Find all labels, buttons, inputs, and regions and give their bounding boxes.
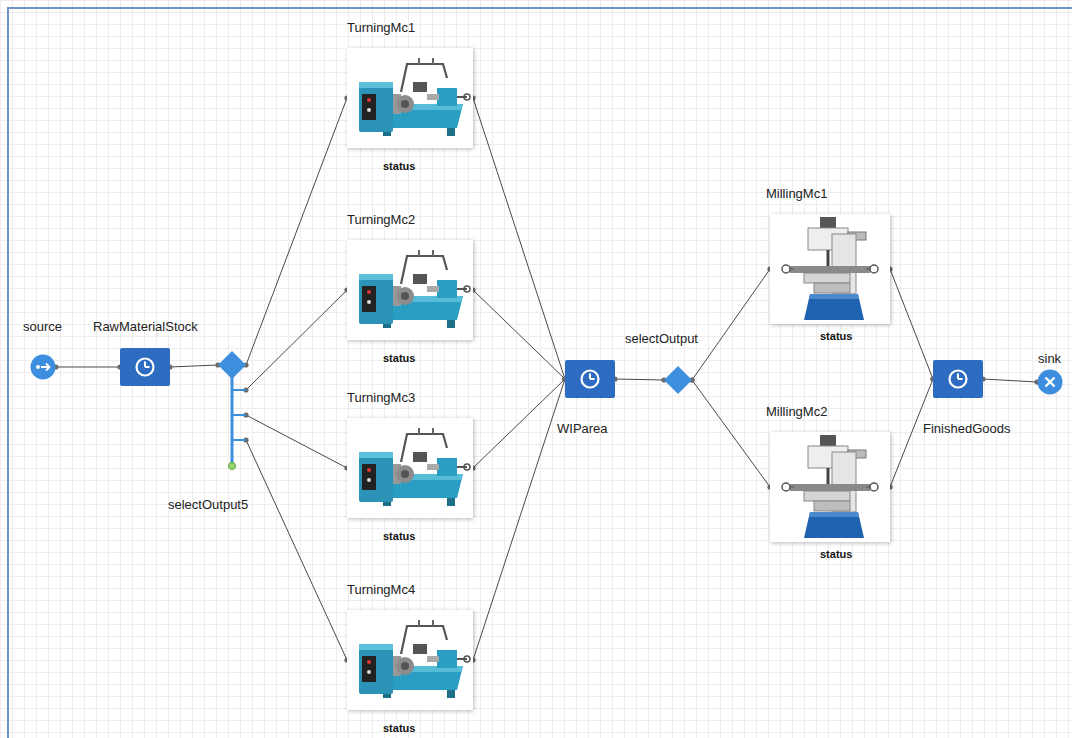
delay-block: WIParea (565, 360, 615, 398)
lathe-image (347, 418, 473, 518)
node-label: selectOutput (625, 331, 698, 346)
turning-machine: TurningMc2status (347, 240, 473, 340)
source-node: source (30, 354, 56, 380)
connector (983, 379, 1037, 382)
status-label: status (383, 160, 415, 173)
milling-machine-image (770, 214, 890, 324)
connector (615, 379, 664, 380)
delay-block (565, 360, 615, 398)
node-label: TurningMc1 (347, 20, 415, 35)
delay-block (933, 360, 983, 398)
turning-machine: TurningMc3status (347, 418, 473, 518)
lathe-image (347, 610, 473, 710)
connector (246, 290, 347, 390)
connector (890, 269, 933, 379)
milling-machine: MillingMc2status (770, 432, 890, 542)
sink-symbol (1037, 369, 1063, 395)
status-label: status (820, 330, 852, 343)
node-label: selectOutput5 (168, 497, 248, 512)
turning-machine: TurningMc4status (347, 610, 473, 710)
select-output-node: selectOutput5 (218, 351, 246, 471)
node-label: sink (1038, 351, 1061, 366)
lathe-image (347, 48, 473, 148)
connector (246, 415, 347, 468)
node-label: MillingMc2 (766, 404, 827, 419)
milling-machine: MillingMc1status (770, 214, 890, 324)
decision-diamond (664, 366, 692, 394)
turning-machine: TurningMc1status (347, 48, 473, 148)
connector (473, 379, 565, 660)
node-label: RawMaterialStock (93, 319, 198, 334)
sink-node: sink (1037, 369, 1063, 395)
connector (473, 379, 565, 468)
select-output-symbol (218, 351, 246, 471)
lathe-image (347, 240, 473, 340)
node-label: MillingMc1 (766, 186, 827, 201)
connector (692, 269, 770, 380)
connector (473, 98, 565, 379)
source-symbol (30, 354, 56, 380)
delay-block: FinishedGoods (933, 360, 983, 398)
node-label: TurningMc4 (347, 582, 415, 597)
connector (56, 367, 120, 368)
connector (473, 290, 565, 379)
node-label: source (23, 319, 62, 334)
status-label: status (820, 548, 852, 561)
decision-diamond: selectOutput (664, 366, 692, 394)
node-label: WIParea (557, 421, 608, 436)
status-label: status (383, 352, 415, 365)
connector (246, 98, 347, 365)
connector (692, 380, 770, 487)
delay-block: RawMaterialStock (120, 348, 170, 386)
status-label: status (383, 530, 415, 543)
connector (246, 440, 347, 660)
milling-machine-image (770, 432, 890, 542)
connector (170, 365, 218, 367)
status-label: status (383, 722, 415, 735)
node-label: FinishedGoods (923, 421, 1010, 436)
node-label: TurningMc2 (347, 212, 415, 227)
delay-block (120, 348, 170, 386)
node-label: TurningMc3 (347, 390, 415, 405)
